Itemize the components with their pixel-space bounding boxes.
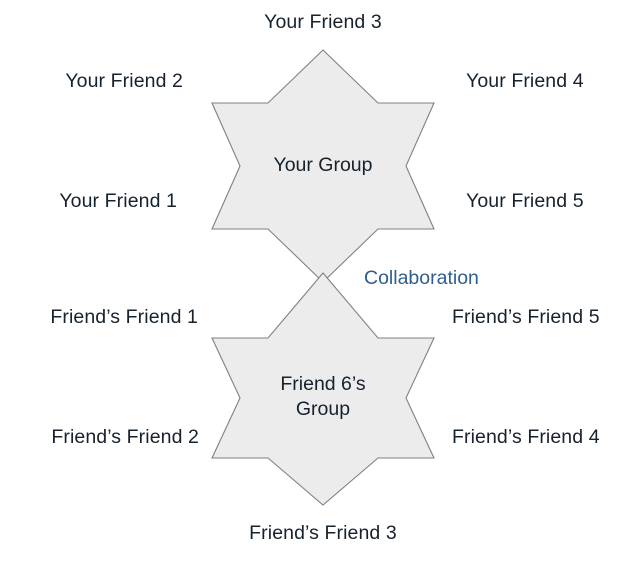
node-label-friends-friend-2[interactable]: Friend’s Friend 2 xyxy=(51,426,199,448)
group-title-friend-6-group: Friend 6’s Group xyxy=(280,373,366,420)
node-label-friends-friend-1[interactable]: Friend’s Friend 1 xyxy=(50,306,198,328)
node-label-your-friend-5[interactable]: Your Friend 5 xyxy=(466,190,584,212)
node-label-your-friend-2[interactable]: Your Friend 2 xyxy=(65,70,183,92)
link-label-collaboration[interactable]: Collaboration xyxy=(364,267,479,289)
node-label-friends-friend-3[interactable]: Friend’s Friend 3 xyxy=(249,522,397,544)
node-label-friends-friend-5[interactable]: Friend’s Friend 5 xyxy=(452,306,600,328)
node-label-your-friend-1[interactable]: Your Friend 1 xyxy=(59,190,177,212)
star-friend-6-group-outline[interactable] xyxy=(211,272,435,506)
node-label-your-friend-4[interactable]: Your Friend 4 xyxy=(466,70,584,92)
node-label-friends-friend-4[interactable]: Friend’s Friend 4 xyxy=(452,426,600,448)
node-label-your-friend-3[interactable]: Your Friend 3 xyxy=(264,11,382,33)
group-title-your-group: Your Group xyxy=(273,154,373,176)
